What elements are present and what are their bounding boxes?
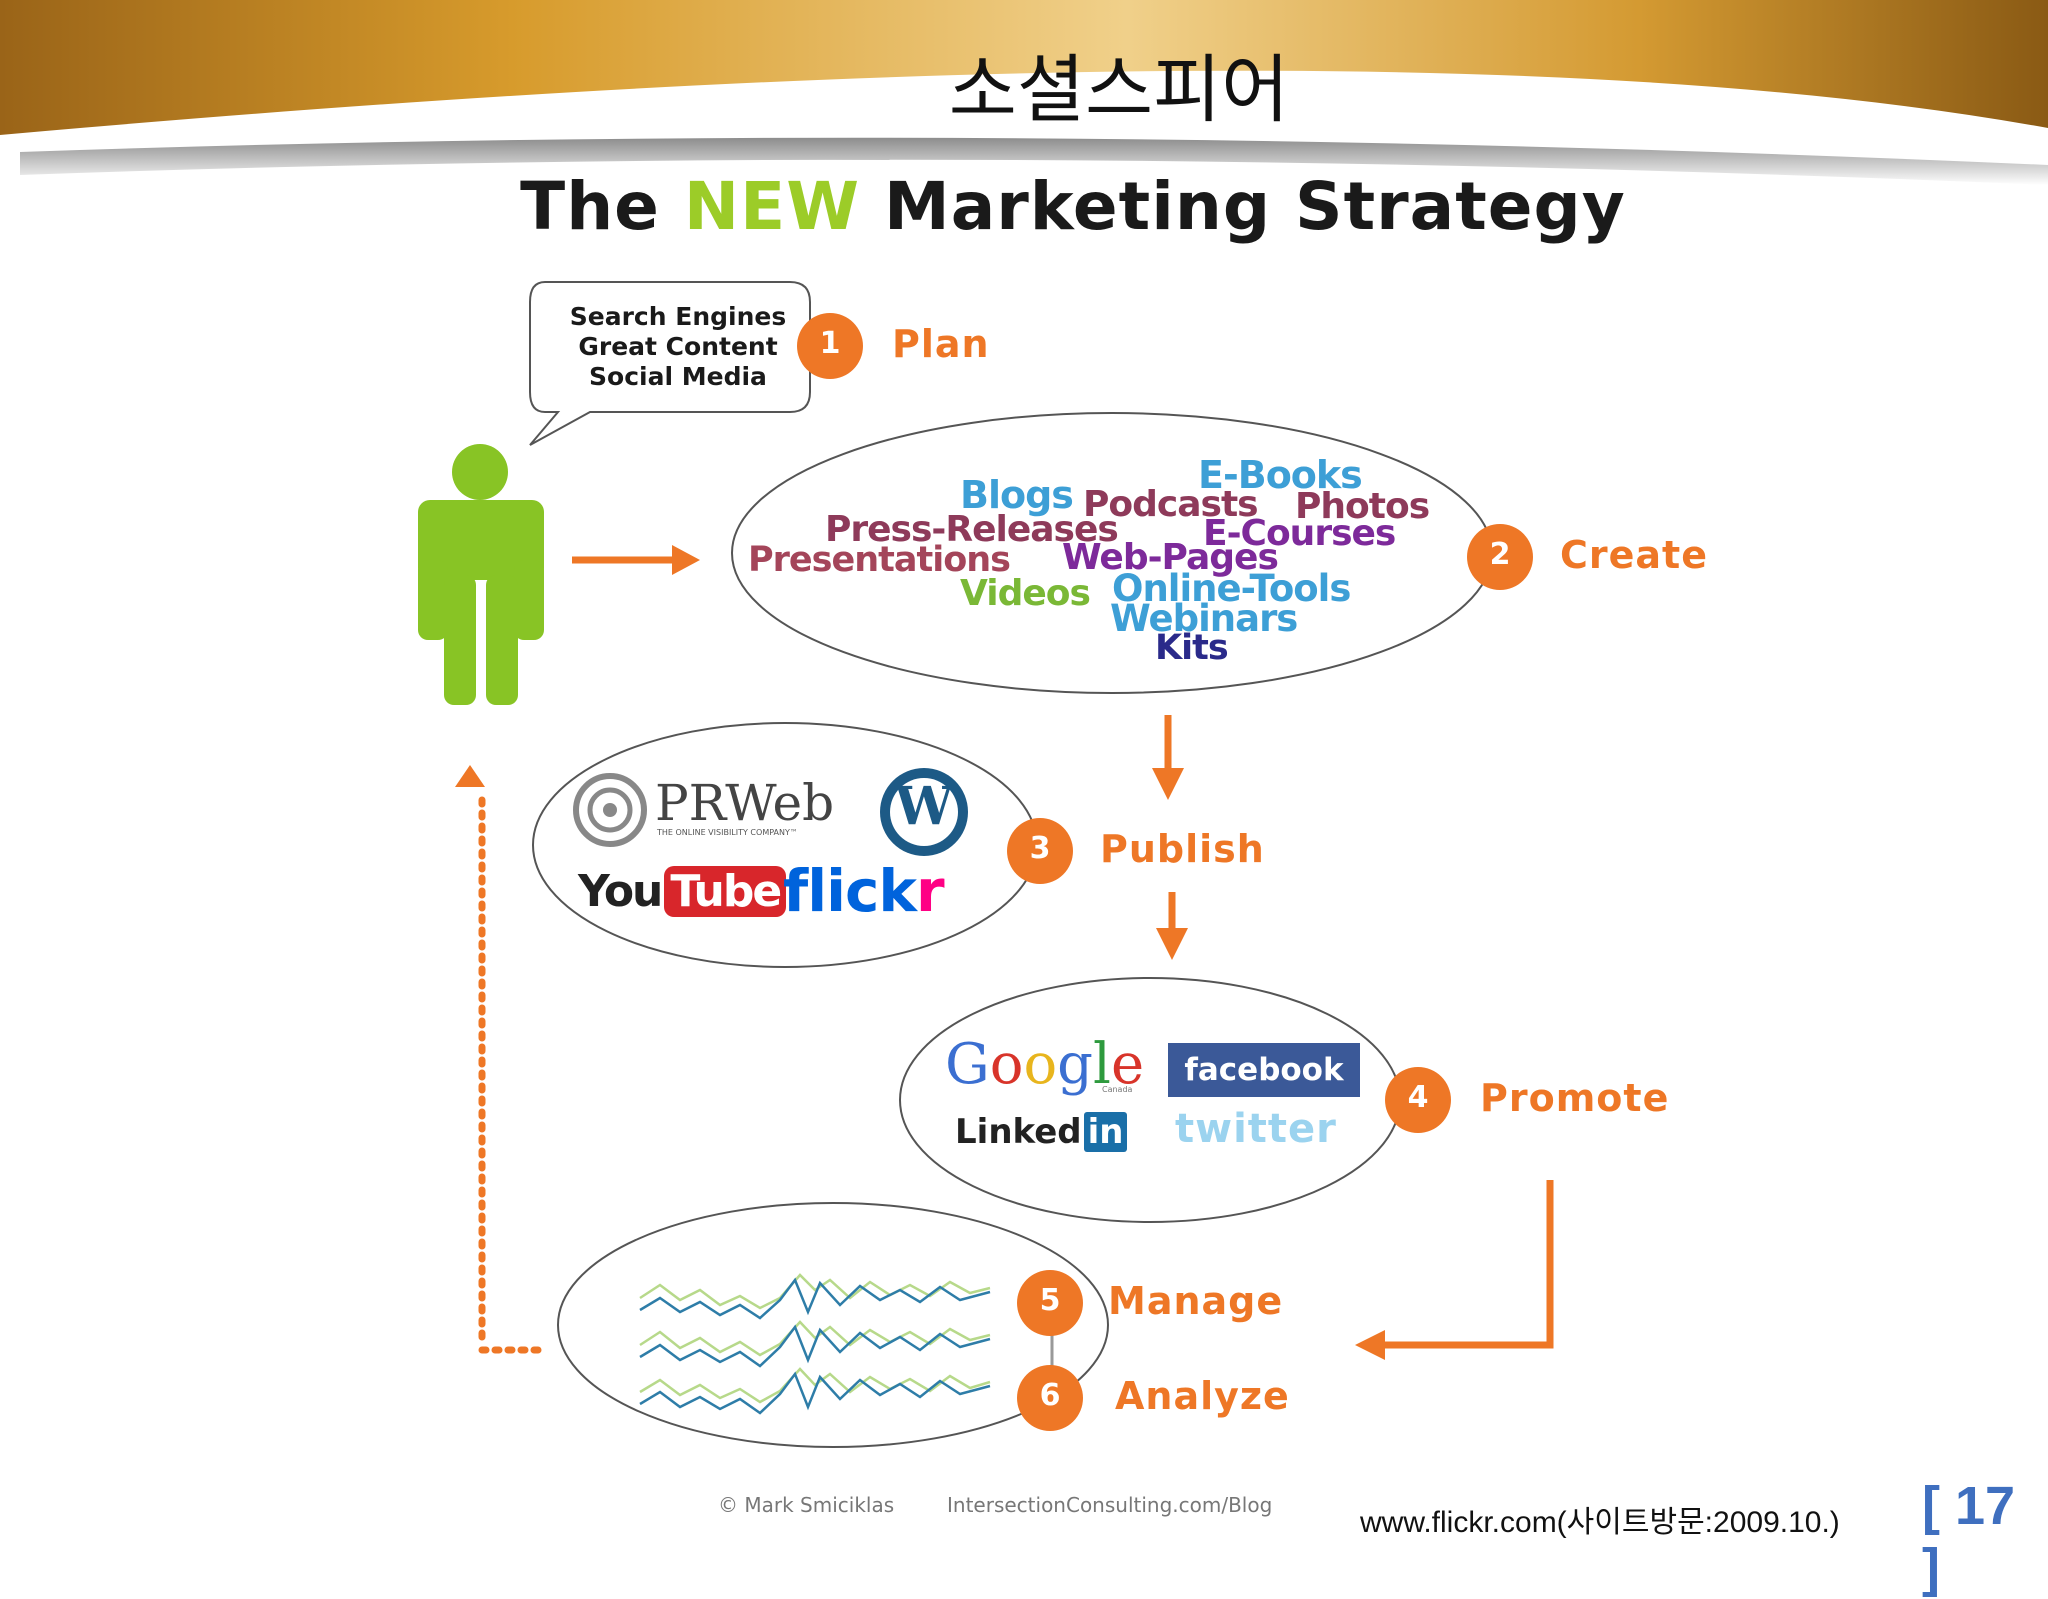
- prweb-eye-icon: [573, 773, 647, 847]
- step-2-label: Create: [1560, 533, 1708, 577]
- flickr-logo: flickr: [783, 857, 945, 925]
- google-letter-2: o: [989, 1032, 1024, 1097]
- credit-author: © Mark Smiciklas: [718, 1493, 895, 1517]
- title-prefix: The: [520, 168, 684, 245]
- youtube-you: You: [578, 866, 663, 917]
- flickr-part-a: flick: [783, 857, 917, 925]
- google-logo: Google: [945, 1032, 1144, 1097]
- step-2-number: 2: [1489, 537, 1511, 572]
- google-letter-1: G: [945, 1032, 990, 1097]
- bubble-social-media: Social Media: [589, 362, 767, 391]
- google-letter-4: g: [1057, 1032, 1094, 1097]
- google-letter-5: l: [1093, 1032, 1111, 1097]
- content-type-webinars: Webinars: [1110, 597, 1298, 640]
- bubble-great-content: Great Content: [578, 332, 778, 361]
- speech-bubble: [529, 281, 811, 446]
- content-type-press-releases: Press-Releases: [825, 509, 1119, 550]
- content-type-kits: Kits: [1155, 628, 1229, 668]
- header-swoosh: [0, 0, 2048, 185]
- title-suffix: Marketing Strategy: [860, 168, 1626, 245]
- content-type-presentations: Presentations: [748, 540, 1011, 580]
- content-type-ecourses: E-Courses: [1203, 513, 1396, 554]
- content-type-photos: Photos: [1295, 486, 1430, 527]
- step-6-number: 6: [1039, 1378, 1061, 1413]
- flow-arrows: [572, 545, 1554, 1360]
- page-number-value: 17: [1955, 1476, 2016, 1536]
- promote-ellipse: [899, 977, 1401, 1223]
- step-4-label: Promote: [1480, 1076, 1670, 1120]
- wordpress-letter: W: [894, 776, 954, 837]
- facebook-logo: facebook: [1168, 1043, 1360, 1097]
- content-type-blogs: Blogs: [960, 473, 1074, 517]
- step-4-number: 4: [1407, 1080, 1429, 1115]
- step-3-label: Publish: [1100, 827, 1265, 871]
- content-type-webpages: Web-Pages: [1062, 537, 1279, 578]
- step-5-number: 5: [1039, 1283, 1061, 1318]
- content-type-podcasts: Podcasts: [1083, 484, 1259, 525]
- google-letter-6: e: [1110, 1032, 1145, 1097]
- person-figure: [418, 444, 544, 705]
- credit-site: IntersectionConsulting.com/Blog: [947, 1493, 1273, 1517]
- youtube-tube: Tube: [664, 866, 787, 917]
- source-note: www.flickr.com(사이트방문:2009.10.): [1360, 1506, 1840, 1539]
- step-6-label: Analyze: [1115, 1374, 1290, 1418]
- step-3-number: 3: [1029, 831, 1051, 866]
- twitter-logo: twitter: [1175, 1106, 1337, 1152]
- content-type-online-tools: Online-Tools: [1112, 567, 1351, 610]
- linkedin-part-b: in: [1083, 1112, 1128, 1152]
- google-letter-3: o: [1023, 1032, 1058, 1097]
- prweb-logo: PRWeb: [655, 774, 835, 832]
- linkedin-part-a: Linked: [955, 1112, 1082, 1152]
- step-circles: [797, 313, 1533, 1431]
- flickr-part-b: r: [915, 857, 945, 925]
- page-number: [ 17 ]: [1922, 1476, 2016, 1598]
- slide-title: 소셜스피어: [948, 47, 1290, 133]
- step-5-label: Manage: [1108, 1279, 1284, 1323]
- prweb-tagline: THE ONLINE VISIBILITY COMPANY™: [657, 828, 798, 837]
- step-1-label: Plan: [892, 322, 990, 366]
- diagram-title: The NEW Marketing Strategy: [398, 168, 1748, 245]
- content-type-ebooks: E-Books: [1198, 453, 1363, 497]
- diagram-shapes: [418, 281, 1554, 1448]
- title-highlight: NEW: [683, 168, 861, 245]
- google-sub: Canada: [1102, 1085, 1133, 1094]
- step-1-number: 1: [819, 326, 841, 361]
- analytics-charts: [639, 1273, 991, 1415]
- bubble-search-engines: Search Engines: [569, 302, 787, 331]
- return-dotted-arrow: [455, 765, 485, 787]
- content-type-videos: Videos: [960, 573, 1091, 614]
